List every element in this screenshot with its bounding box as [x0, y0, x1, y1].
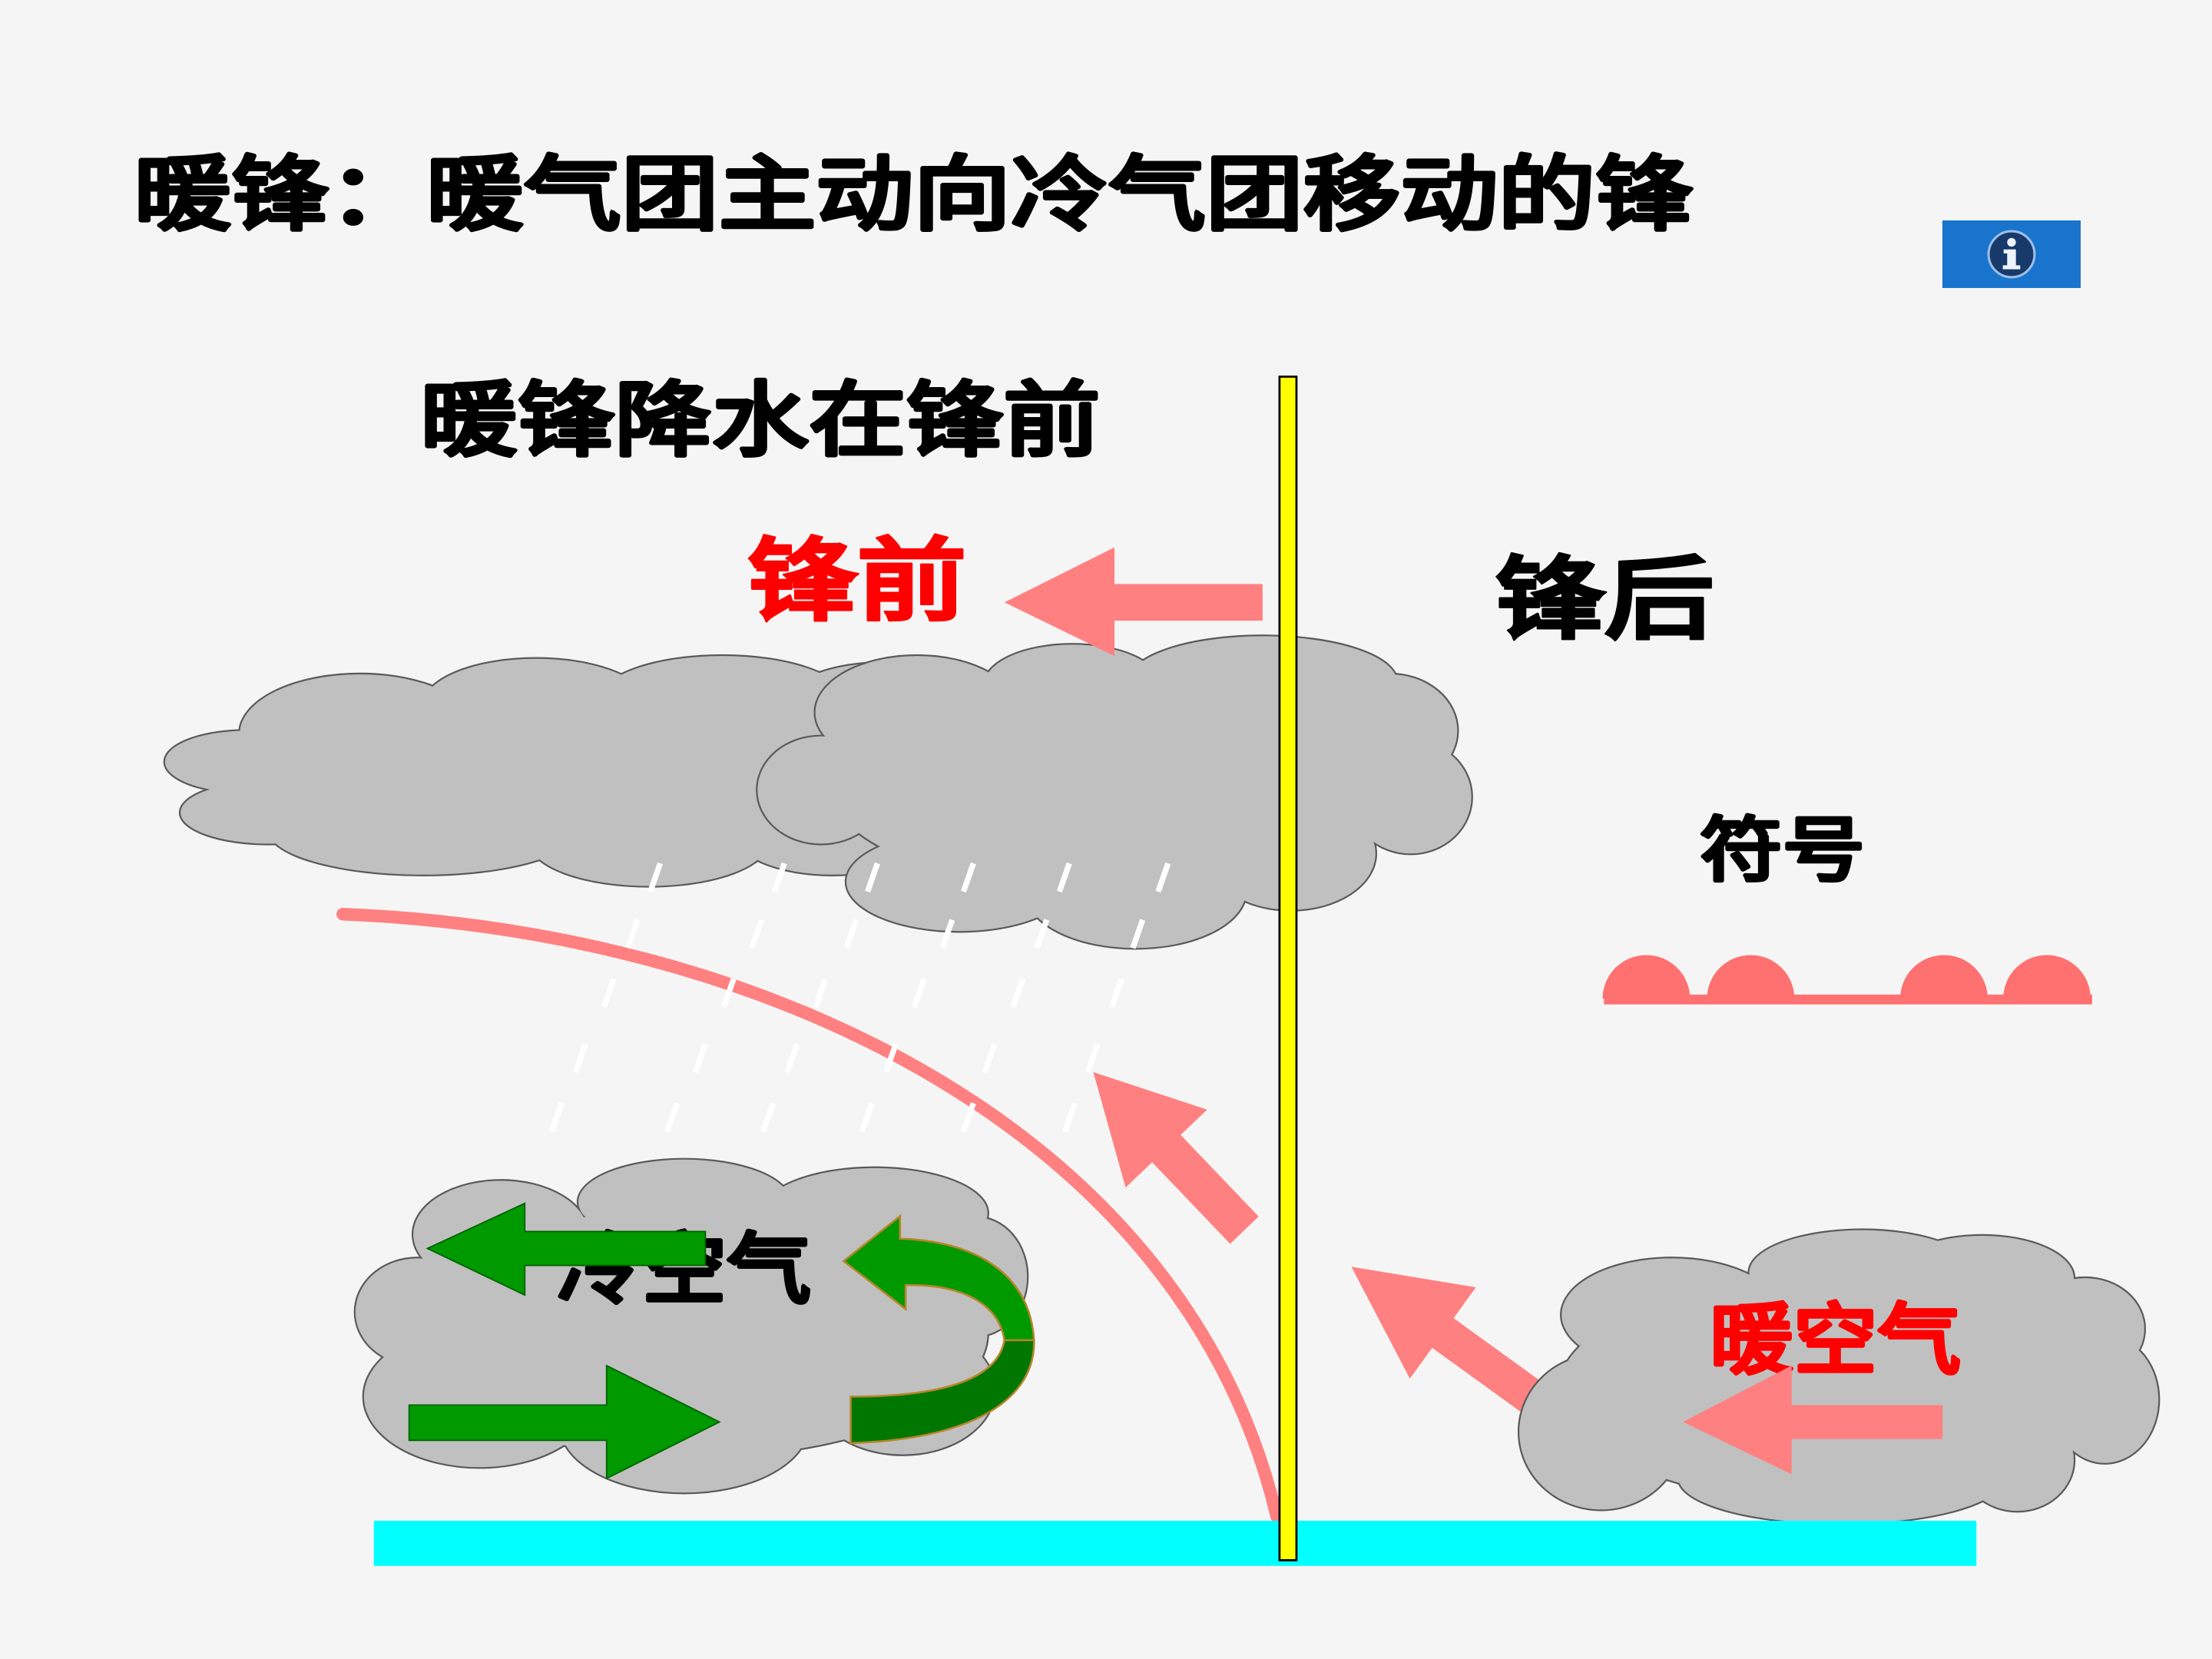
- warm-air-label: 暖空气: [1710, 1298, 1961, 1384]
- rain-streak: [664, 1102, 680, 1133]
- rain-streak: [813, 978, 828, 1008]
- rain-streak: [1010, 978, 1026, 1008]
- cloud-lobe: [832, 688, 1397, 892]
- cloud-upper-right: [756, 634, 1473, 950]
- rain-streak: [883, 1042, 899, 1074]
- warm-front-symbol-semicircle: [1900, 955, 1988, 999]
- rain-streak: [624, 919, 641, 949]
- rain-streak: [548, 1102, 565, 1133]
- rain-streak: [647, 862, 664, 893]
- rain-streak: [1130, 919, 1146, 949]
- front-ahead-label: 锋前: [747, 531, 966, 631]
- warm-front-symbol-semicircle: [2003, 955, 2091, 999]
- rain-streak: [1056, 862, 1072, 893]
- cloud-cold-air: [353, 1157, 1029, 1495]
- cloud-lobe: [233, 691, 896, 847]
- frontal-surface-curve: [336, 907, 1283, 1523]
- front-symbol-label: 符号: [1700, 812, 1865, 890]
- front-movement-arrow: [1004, 547, 1263, 657]
- cold-air-arrow-right: [408, 1364, 721, 1480]
- rain-streak: [843, 919, 859, 949]
- cold-air-arrow-left: [426, 1202, 707, 1296]
- rain-streak: [859, 1102, 875, 1133]
- warm-air-rising-arrow-lower: [1351, 1267, 1576, 1436]
- cloud-lobe: [1558, 1277, 2109, 1503]
- rain-streak: [693, 1042, 708, 1074]
- info-button[interactable]: [1942, 220, 2081, 288]
- rain-streaks: [548, 862, 1171, 1133]
- rain-streak: [749, 919, 765, 949]
- front-behind-label: 锋后: [1495, 549, 1714, 650]
- rain-streak: [572, 1042, 588, 1074]
- curved-arrow-lower-band: [849, 1339, 1035, 1445]
- rain-streak: [1084, 1042, 1101, 1074]
- rain-streak: [1062, 1102, 1078, 1133]
- rain-streak: [771, 862, 787, 893]
- rain-streak: [982, 1042, 998, 1074]
- cloud-lobe: [395, 1209, 988, 1458]
- rain-streak: [720, 978, 737, 1008]
- cold-air-curved-arrow: [842, 1214, 1035, 1445]
- slide-subtitle: 暖锋降水在锋前: [420, 375, 1100, 466]
- rain-streak: [1155, 862, 1171, 893]
- warm-front-symbol: [1602, 955, 2092, 1005]
- warm-front-symbol-semicircle: [1602, 955, 1690, 999]
- cloud-warm-air: [1517, 1228, 2161, 1525]
- rain-streak: [911, 978, 927, 1008]
- rain-streak: [865, 862, 880, 893]
- rain-streak: [601, 978, 617, 1008]
- rain-streak: [1034, 919, 1050, 949]
- rain-streak: [961, 1102, 976, 1133]
- ground-surface: [373, 1521, 1977, 1566]
- rain-streak: [961, 862, 976, 893]
- info-icon: [1987, 230, 2036, 279]
- rain-streak: [1108, 978, 1124, 1008]
- warm-air-rising-arrow-upper: [1093, 1071, 1259, 1244]
- front-position-bar: [1278, 376, 1298, 1561]
- slide-title: 暖锋：暖气团主动向冷气团移动的锋: [134, 149, 1694, 240]
- warm-front-symbol-semicircle: [1707, 955, 1795, 999]
- rain-streak: [760, 1102, 776, 1133]
- warm-air-arrow-left: [1683, 1365, 1943, 1475]
- curved-arrow-upper-band: [842, 1214, 1035, 1342]
- rain-streak: [784, 1042, 800, 1074]
- rain-streak: [939, 919, 955, 949]
